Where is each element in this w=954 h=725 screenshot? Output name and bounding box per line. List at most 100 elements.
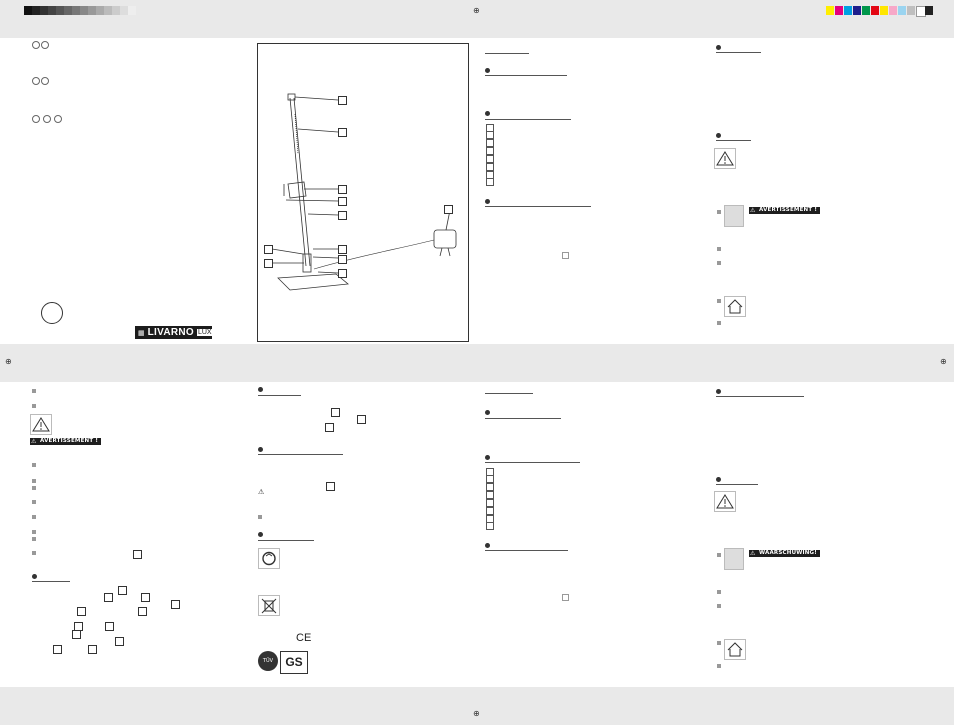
color-swatch — [826, 6, 834, 15]
warning-icon-box — [714, 148, 736, 169]
list-square — [32, 537, 36, 541]
warning-triangle-icon — [716, 151, 734, 166]
callout-box — [171, 600, 180, 609]
recycling-icon — [262, 551, 276, 566]
color-swatch — [925, 6, 933, 15]
tuv-label: TÜV — [262, 658, 274, 664]
callout-box — [338, 96, 347, 105]
color-swatch — [835, 6, 843, 15]
callout-box — [338, 185, 347, 194]
callout-box — [338, 255, 347, 264]
gray-swatch — [72, 6, 80, 15]
product-diagram — [257, 43, 469, 342]
gray-swatch — [48, 6, 56, 15]
warning-icon-box — [30, 414, 52, 435]
gs-mark-icon: GS — [280, 651, 308, 674]
callout-box — [77, 607, 86, 616]
list-square — [32, 530, 36, 534]
section-heading-line — [258, 454, 343, 455]
callout-box — [138, 607, 147, 616]
gray-swatch — [24, 6, 32, 15]
callout-box — [118, 586, 127, 595]
checklist-box — [486, 139, 494, 147]
color-swatch — [862, 6, 870, 15]
checklist-box — [486, 155, 494, 163]
section-heading-line — [485, 75, 567, 76]
section-heading-line — [716, 140, 751, 141]
list-square — [717, 321, 721, 325]
language-icon — [41, 77, 49, 85]
brand-logo: ▦ LIVARNO LUX — [135, 326, 213, 339]
checklist-box — [486, 475, 494, 483]
section-bullet — [485, 410, 490, 415]
checklist-box — [486, 499, 494, 507]
gray-swatch — [32, 6, 40, 15]
section-bullet — [485, 455, 490, 460]
desk-lamp-drawing — [271, 93, 457, 291]
section-bullet — [485, 199, 490, 204]
callout-box — [72, 630, 81, 639]
language-icon — [32, 115, 40, 123]
color-swatch — [844, 6, 852, 15]
callout-box — [88, 645, 97, 654]
warning-triangle-icon: ⚠ — [31, 438, 37, 445]
list-square — [717, 664, 721, 668]
callout-box — [338, 128, 347, 137]
color-swatch — [871, 6, 879, 15]
checklist-box — [486, 147, 494, 155]
color-swatch — [889, 6, 897, 15]
section-heading-line — [485, 550, 568, 551]
list-square — [32, 389, 36, 393]
section-heading-line — [485, 206, 591, 207]
callout-box — [105, 622, 114, 631]
section-heading-line — [32, 581, 70, 582]
section-bullet — [32, 574, 37, 579]
registration-mark-icon: ⊕ — [5, 357, 12, 366]
list-square — [717, 604, 721, 608]
ce-mark: CE — [296, 632, 312, 644]
gray-swatch — [88, 6, 96, 15]
section-bullet — [485, 111, 490, 116]
color-swatch — [907, 6, 915, 15]
callout-box — [325, 423, 334, 432]
warning-text: WAARSCHUWING! — [759, 550, 817, 556]
list-square — [717, 261, 721, 265]
middle-band — [0, 344, 954, 382]
blank-circle-icon — [41, 302, 63, 324]
warning-triangle-icon: ⚠ — [750, 550, 756, 557]
section-bullet — [258, 447, 263, 452]
list-square — [32, 515, 36, 519]
list-square — [32, 404, 36, 408]
checklist-box — [486, 491, 494, 499]
section-heading-line — [485, 119, 571, 120]
callout-box — [133, 550, 142, 559]
callout-box — [338, 211, 347, 220]
child-warning-icon — [724, 548, 744, 570]
language-icon — [32, 77, 40, 85]
list-square — [717, 641, 721, 645]
list-square — [717, 210, 721, 214]
callout-box — [326, 482, 335, 491]
callout-box — [357, 415, 366, 424]
section-heading-line — [485, 418, 561, 419]
crossed-bin-icon — [261, 598, 277, 614]
section-bullet — [485, 543, 490, 548]
language-icon — [43, 115, 51, 123]
house-icon — [727, 642, 743, 657]
section-heading-line — [485, 53, 529, 54]
list-square — [717, 247, 721, 251]
section-heading-line — [716, 484, 758, 485]
callout-box — [338, 269, 347, 278]
color-swatch — [853, 6, 861, 15]
section-bullet — [258, 387, 263, 392]
bottom-band — [0, 687, 954, 725]
language-icon — [32, 41, 40, 49]
class-symbol-icon — [562, 594, 569, 601]
logo-mark-icon: ▦ — [138, 328, 145, 337]
gray-swatch — [64, 6, 72, 15]
callout-box — [338, 197, 347, 206]
callout-box — [338, 245, 347, 254]
color-swatch — [880, 6, 888, 15]
callout-box — [264, 245, 273, 254]
gray-swatch — [128, 6, 136, 15]
